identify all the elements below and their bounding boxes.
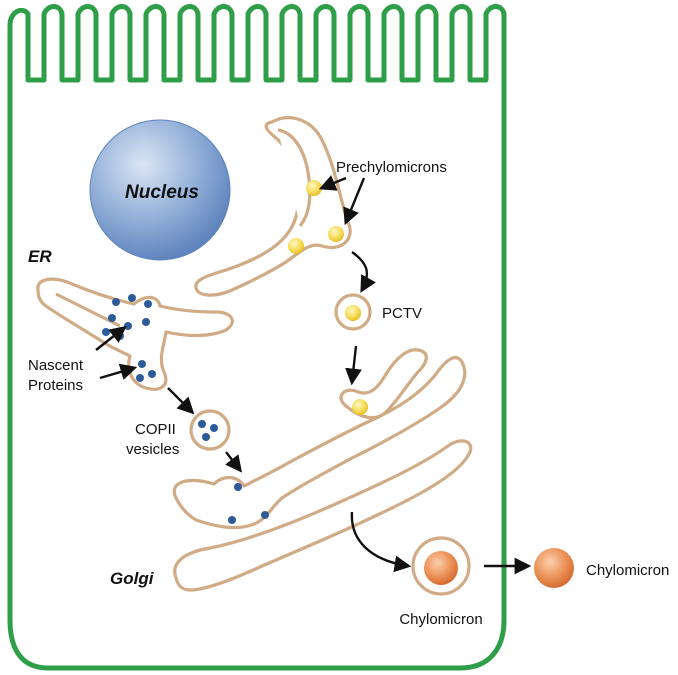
arrow-golgi-to-chylo — [350, 511, 412, 573]
arrow-er-to-copii — [167, 387, 195, 415]
nucleus — [89, 119, 231, 261]
arrow-pctv-to-golgi — [345, 345, 362, 386]
golgi-lipid-droplet — [352, 399, 368, 415]
arrow-nascent-1 — [95, 325, 127, 351]
arrow-copii-to-golgi — [225, 451, 243, 473]
arrow-prechylo-1 — [318, 175, 347, 191]
arrow-prechylo-2 — [343, 177, 366, 226]
chylomicron-inside-label: Chylomicron — [399, 611, 482, 628]
copii-label-line2: vesicles — [126, 441, 179, 458]
er-lower-cistern — [36, 277, 234, 391]
prechylomicron-droplets — [288, 180, 344, 254]
golgi-label: Golgi — [110, 569, 155, 588]
pctv-droplet — [345, 305, 361, 321]
golgi-protein-dots — [228, 483, 269, 524]
copii-vesicle — [189, 409, 231, 451]
nascent-label-line2: Proteins — [28, 377, 83, 394]
copii-protein-dots — [198, 420, 218, 441]
chylomicron-outside-label: Chylomicron — [586, 562, 669, 579]
arrow-to-pctv — [351, 251, 376, 293]
pctv-label: PCTV — [382, 305, 422, 322]
nascent-label-line1: Nascent — [28, 357, 84, 374]
arrow-nascent-2 — [99, 363, 138, 380]
chylomicron-inner — [424, 551, 458, 585]
prechylomicrons-label: Prechylomicrons — [336, 159, 447, 176]
er-lower-inner — [55, 292, 121, 328]
copii-label-line1: COPII — [135, 421, 176, 438]
chylomicron-outer — [534, 548, 574, 588]
er-upper-inner — [277, 128, 312, 228]
arrows — [95, 175, 532, 575]
er-label: ER — [28, 247, 52, 266]
nucleus-label: Nucleus — [125, 182, 199, 203]
golgi-lower-cisterna — [173, 439, 473, 592]
golgi-main-cisterna — [172, 356, 467, 530]
